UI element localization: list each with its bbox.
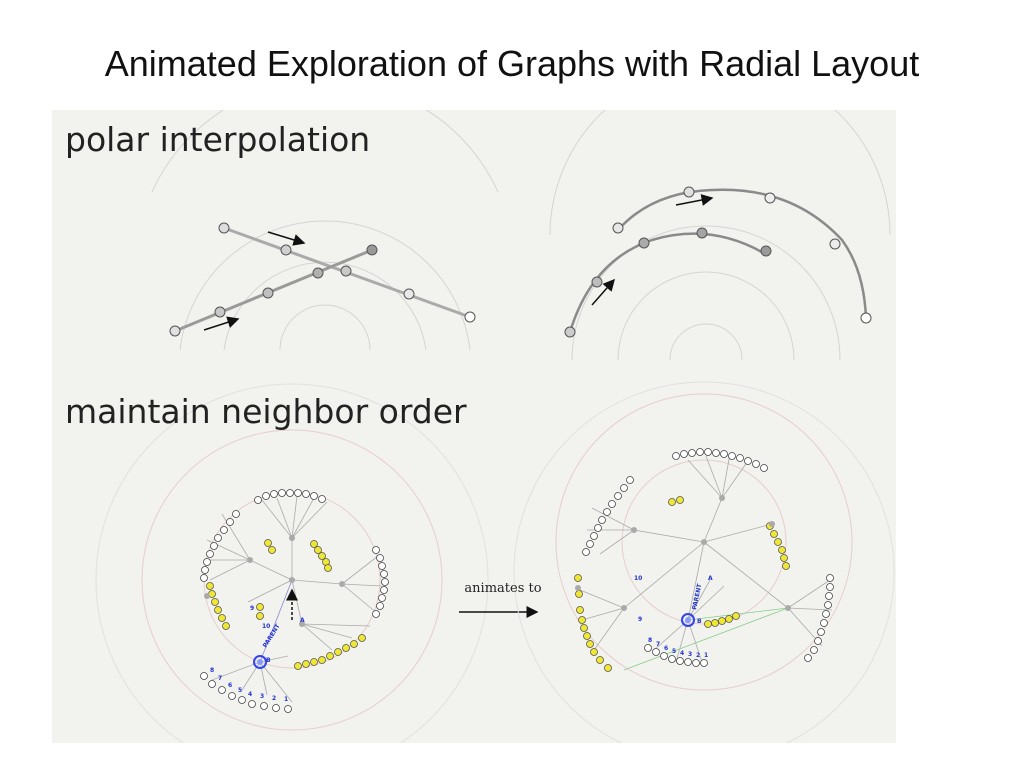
left-label-8: 8: [210, 667, 214, 674]
ring-grey: [95, 383, 489, 743]
left-label-9: 9: [250, 605, 254, 612]
left-label-3: 3: [260, 693, 264, 700]
right-label-1: 1: [704, 652, 708, 659]
right-label-2: 2: [696, 652, 700, 659]
animates-to-caption: animates to: [464, 581, 542, 596]
neighbor-right-graph: PARENT A B 9 10 8 7 6 5 4 3 2 1: [513, 381, 895, 743]
right-label-b: B: [697, 618, 702, 625]
left-label-4: 4: [248, 691, 252, 698]
left-label-10: 10: [262, 623, 270, 630]
motion-arrow-top: [267, 231, 306, 246]
right-edges: [579, 453, 833, 663]
left-parent-node-b: [253, 655, 267, 669]
right-label-6: 6: [664, 645, 668, 652]
motion-arrow-bottom: [203, 316, 240, 331]
radial-layout-figure: PARENT A B 9 10 8 7 6 5 4 3 2 1: [52, 110, 896, 743]
left-outer-nodes: [200, 489, 389, 713]
right-node-b-core: [685, 617, 691, 623]
right-parent-node-b: [681, 613, 695, 627]
polar-right-nodes: [564, 186, 872, 338]
right-label-4: 4: [680, 650, 684, 657]
figure-drawing: PARENT A B 9 10 8 7 6 5 4 3 2 1: [95, 110, 895, 743]
ring-red-outer: [141, 429, 443, 731]
left-edges: [204, 495, 383, 703]
polar-left-nodes: [169, 222, 476, 337]
polar-interpolation-heading: polar interpolation: [65, 120, 371, 159]
ring-middle: [617, 271, 795, 361]
polar-left-diagram: [151, 110, 499, 351]
right-hub-nodes: [575, 495, 791, 611]
right-label-8: 8: [648, 637, 652, 644]
ring-inner: [279, 304, 371, 351]
ring-outer: [179, 220, 471, 351]
neighbor-order-heading: maintain neighbor order: [65, 392, 467, 431]
left-label-6: 6: [228, 682, 232, 689]
right-parent-label: PARENT: [691, 582, 704, 610]
motion-arrow-bottom: [591, 278, 615, 306]
left-hub-nodes: [204, 535, 345, 627]
interp-arc-outer: [617, 188, 868, 319]
left-label-5: 5: [238, 687, 242, 694]
ring-outermost: [151, 110, 499, 193]
ring-inner: [669, 323, 743, 361]
right-label-10: 10: [634, 575, 642, 582]
right-label-a: A: [708, 575, 713, 582]
right-label-7: 7: [656, 641, 660, 648]
right-yellow-nodes: [574, 496, 790, 672]
left-label-1: 1: [284, 696, 288, 703]
ring-outermost: [549, 110, 891, 236]
ring-grey: [513, 381, 895, 743]
neighbor-left-graph: PARENT A B 9 10 8 7 6 5 4 3 2 1: [95, 383, 489, 743]
interp-arc-inner: [568, 232, 768, 333]
slide-title: Animated Exploration of Graphs with Radi…: [104, 43, 920, 84]
left-label-7: 7: [218, 675, 222, 682]
ring-red-inner: [621, 459, 787, 625]
left-label-b: B: [266, 657, 271, 664]
motion-arrow-top: [675, 194, 714, 206]
right-label-5: 5: [672, 648, 676, 655]
left-node-b-core: [257, 659, 263, 665]
interp-line-b: [174, 248, 373, 333]
left-yellow-nodes: [206, 539, 366, 670]
ring-outer: [571, 225, 841, 361]
right-outer-nodes: [582, 448, 834, 667]
left-label-a: A: [300, 617, 305, 624]
polar-right-diagram: [549, 110, 891, 361]
left-label-2: 2: [272, 695, 276, 702]
ring-middle: [223, 261, 427, 351]
ring-red-outer: [555, 393, 853, 691]
right-label-3: 3: [688, 651, 692, 658]
right-label-9: 9: [638, 616, 642, 623]
